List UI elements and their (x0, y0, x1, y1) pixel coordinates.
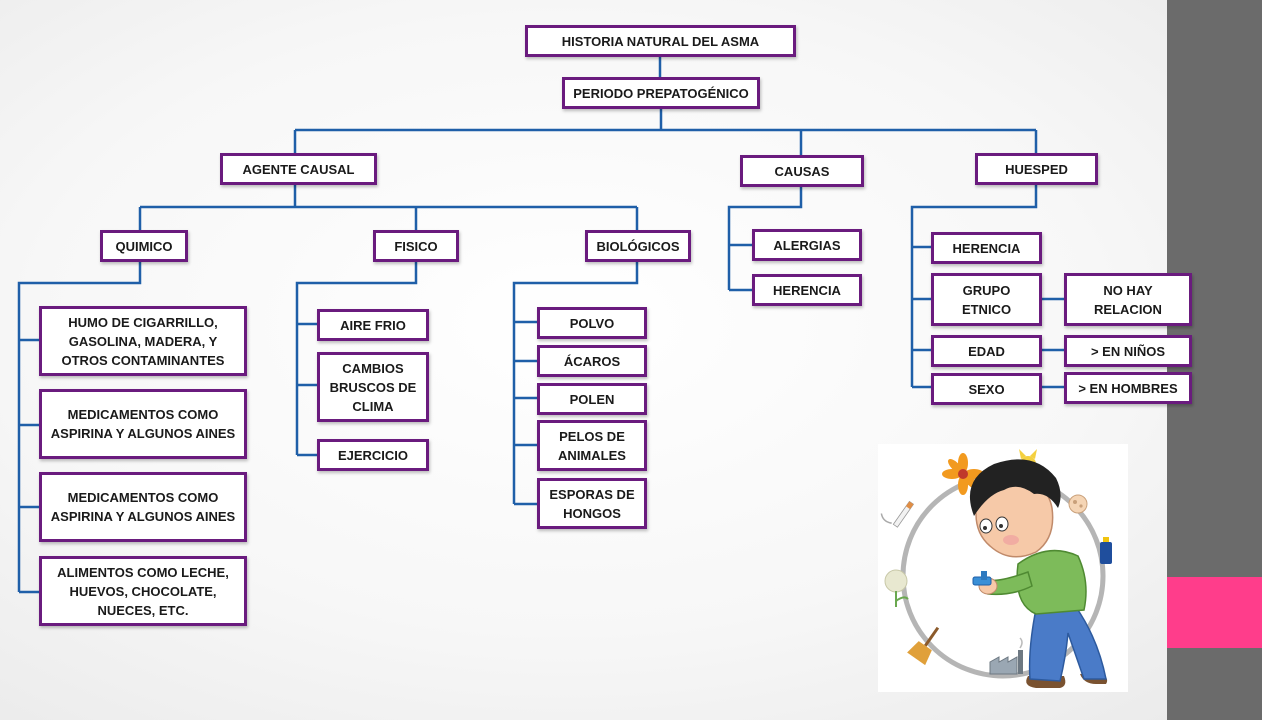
causas-item: ALERGIAS (752, 229, 862, 261)
huesped-detail: > EN HOMBRES (1064, 372, 1192, 404)
asthma-boy-illustration (878, 444, 1128, 692)
fisico-box: FISICO (373, 230, 459, 262)
huesped-box: HUESPED (975, 153, 1098, 185)
quimico-item: MEDICAMENTOS COMO ASPIRINA Y ALGUNOS AIN… (39, 389, 247, 459)
biologicos-box: BIOLÓGICOS (585, 230, 691, 262)
biologicos-item: ÁCAROS (537, 345, 647, 377)
period-box: PERIODO PREPATOGÉNICO (562, 77, 760, 109)
boy-figure (969, 459, 1108, 688)
quimico-item: HUMO DE CIGARRILLO, GASOLINA, MADERA, Y … (39, 306, 247, 376)
huesped-item: GRUPO ETNICO (931, 273, 1042, 326)
biologicos-item: ESPORAS DE HONGOS (537, 478, 647, 529)
fisico-item: AIRE FRIO (317, 309, 429, 341)
dandelion-icon (884, 569, 909, 607)
diagram-title: HISTORIA NATURAL DEL ASMA (525, 25, 796, 57)
fisico-item: CAMBIOS BRUSCOS DE CLIMA (317, 352, 429, 422)
huesped-item: SEXO (931, 373, 1042, 405)
broom-icon (907, 626, 940, 666)
quimico-item: ALIMENTOS COMO LECHE, HUEVOS, CHOCOLATE,… (39, 556, 247, 626)
cigarette-icon (880, 500, 915, 528)
dust-icon (1068, 494, 1088, 514)
causas-item: HERENCIA (752, 274, 862, 306)
biologicos-item: POLEN (537, 383, 647, 415)
huesped-item: HERENCIA (931, 232, 1042, 264)
causas-box: CAUSAS (740, 155, 864, 187)
factory-icon (989, 637, 1023, 675)
huesped-item: EDAD (931, 335, 1042, 367)
quimico-item: MEDICAMENTOS COMO ASPIRINA Y ALGUNOS AIN… (39, 472, 247, 542)
fisico-item: EJERCICIO (317, 439, 429, 471)
biologicos-item: POLVO (537, 307, 647, 339)
quimico-box: QUIMICO (100, 230, 188, 262)
flower-icon (942, 453, 984, 495)
spray-icon (1100, 537, 1112, 564)
pink-accent-block (1167, 577, 1262, 648)
huesped-detail: NO HAY RELACION (1064, 273, 1192, 326)
biologicos-item: PELOS DE ANIMALES (537, 420, 647, 471)
huesped-detail: > EN NIÑOS (1064, 335, 1192, 367)
agent-causal-box: AGENTE CAUSAL (220, 153, 377, 185)
